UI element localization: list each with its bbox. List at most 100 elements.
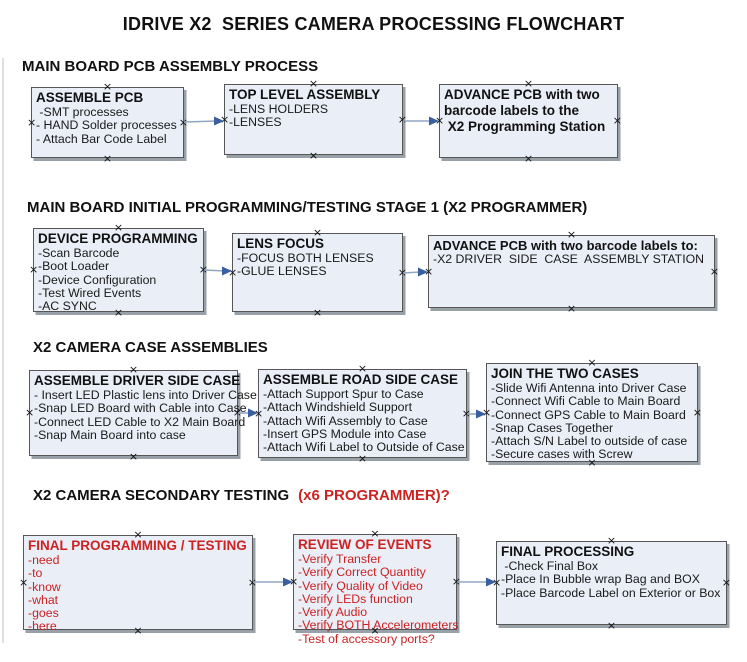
box-title: ADVANCE PCB with two barcode labels to t…: [444, 87, 606, 134]
arrowhead-icon: [283, 577, 293, 587]
connection-handle-icon: ×: [692, 405, 702, 419]
box-item: -Verify Audio: [298, 605, 368, 620]
box-item: -Verify LEDs function: [298, 591, 413, 606]
box-title: REVIEW OF EVENTS: [298, 537, 432, 552]
connector-arrow[interactable]: [457, 577, 496, 587]
box-item: -Device Configuration: [38, 272, 157, 287]
connection-handle-icon: ×: [198, 262, 208, 276]
box-item: -Slide Wifi Antenna into Driver Case: [491, 380, 687, 395]
connection-handle-icon: ×: [25, 405, 35, 419]
box-item: -Verify BOTH Accelerometers: [298, 618, 459, 633]
connection-handle-icon: ×: [254, 406, 264, 420]
box-item: -AC SYNC: [38, 299, 97, 314]
connection-handle-icon: ×: [721, 575, 731, 589]
connector-arrow[interactable]: [183, 116, 224, 126]
box-item: -LENS HOLDERS: [229, 101, 329, 116]
box-item: -Connect LED Cable to X2 Main Board: [34, 414, 246, 429]
box-item: -Attach Windshield Support: [263, 400, 413, 415]
box-item: -know: [28, 579, 61, 594]
box-item: -Test Wired Events: [38, 285, 142, 300]
box-item: -Verify Correct Quantity: [298, 565, 426, 580]
box-title: FINAL PROCESSING: [501, 544, 635, 559]
box-item: -Connect GPS Cable to Main Board: [491, 407, 686, 422]
connection-handle-icon: ×: [397, 265, 407, 279]
connection-handle-icon: ×: [492, 575, 502, 589]
section-heading-secondary-testing-label: X2 CAMERA SECONDARY TESTING: [33, 487, 290, 504]
connection-handle-icon: ×: [308, 149, 319, 162]
drawing-canvas-edge: [2, 58, 4, 643]
page-title: IDRIVE X2 SERIES CAMERA PROCESSING FLOWC…: [122, 14, 625, 34]
flow-box-lens-focus[interactable]: LENS FOCUS -FOCUS BOTH LENSES -GLUE LENS…: [228, 227, 407, 318]
box-title: ASSEMBLE DRIVER SIDE CASE: [34, 373, 241, 388]
box-item: -Verify Transfer: [298, 551, 382, 566]
box-item: -goes: [28, 606, 59, 621]
flow-box-advance-pcb-programming-station[interactable]: ADVANCE PCB with two barcode labels to t…: [435, 78, 622, 164]
box-item: - Insert LED Plastic lens into Driver Ca…: [34, 387, 257, 402]
connection-handle-icon: ×: [461, 406, 471, 420]
connection-handle-icon: ×: [606, 619, 617, 632]
section-heading-case-assemblies: X2 CAMERA CASE ASSEMBLIES: [33, 339, 268, 356]
flow-box-join-the-two-cases[interactable]: JOIN THE TWO CASES -Slide Wifi Antenna i…: [482, 357, 702, 468]
box-item: -Secure cases with Screw: [491, 447, 633, 462]
connection-handle-icon: ×: [523, 152, 534, 165]
arrowhead-icon: [486, 577, 496, 587]
box-item: -Connect Wifi Cable to Main Board: [491, 394, 681, 409]
flow-box-top-level-assembly[interactable]: TOP LEVEL ASSEMBLY -LENS HOLDERS -LENSES…: [220, 78, 407, 161]
box-item: -Snap LED Board with Cable into Case: [34, 401, 247, 416]
connector-arrow[interactable]: [253, 577, 293, 587]
flow-box-advance-pcb-driver-station[interactable]: ADVANCE PCB with two barcode labels to: …: [424, 229, 719, 314]
box-item: -Attach Wifi Label to Outside of Case: [263, 440, 465, 455]
flow-box-device-programming[interactable]: DEVICE PROGRAMMING -Scan Barcode -Boot L…: [29, 222, 208, 318]
arrowhead-icon: [248, 408, 258, 418]
connection-handle-icon: ×: [566, 302, 577, 315]
connection-handle-icon: ×: [247, 575, 257, 589]
box-item: -Scan Barcode: [38, 245, 120, 260]
section-heading-programmer-note: (x6 PROGRAMMER)?: [298, 487, 450, 504]
section-heading-pcb-assembly: MAIN BOARD PCB ASSEMBLY PROCESS: [22, 58, 319, 75]
connection-handle-icon: ×: [357, 452, 368, 465]
box-item: -SMT processes: [36, 104, 129, 119]
flow-box-final-processing[interactable]: FINAL PROCESSING -Check Final Box -Place…: [492, 535, 731, 631]
box-item: -Snap Cases Together: [491, 420, 614, 435]
connector-arrow[interactable]: [403, 116, 439, 126]
connector-arrow[interactable]: [402, 267, 428, 277]
arrowhead-icon: [476, 409, 486, 419]
box-item: -Check Final Box: [501, 558, 599, 573]
box-item: -here: [28, 619, 57, 634]
connection-handle-icon: ×: [312, 306, 323, 319]
box-item: -Place In Bubble wrap Bag and BOX: [501, 572, 700, 587]
connection-handle-icon: ×: [451, 574, 461, 588]
connector-arrow[interactable]: [467, 409, 486, 419]
flow-box-final-programming-testing[interactable]: FINAL PROGRAMMING / TESTING -need -to -k…: [19, 529, 257, 636]
box-item: -GLUE LENSES: [237, 264, 327, 279]
box-item: - Attach Bar Code Label: [36, 131, 167, 146]
box-item: -need: [28, 552, 60, 567]
connection-handle-icon: ×: [709, 264, 719, 278]
flow-box-assemble-road-side-case[interactable]: ASSEMBLE ROAD SIDE CASE -Attach Support …: [254, 363, 471, 464]
box-item: -Attach S/N Label to outside of case: [491, 434, 688, 449]
box-item: -Boot Loader: [38, 259, 110, 274]
box-title: ADVANCE PCB with two barcode labels to:: [433, 238, 698, 253]
box-title: LENS FOCUS: [237, 236, 325, 251]
flow-box-review-of-events[interactable]: REVIEW OF EVENTS -Verify Transfer -Verif…: [289, 528, 461, 646]
box-item: - HAND Solder processes: [36, 118, 177, 133]
connection-handle-icon: ×: [424, 264, 434, 278]
connector-arrow[interactable]: [203, 266, 232, 276]
arrowhead-icon: [418, 267, 428, 277]
arrowhead-icon: [222, 266, 232, 276]
box-title: DEVICE PROGRAMMING: [38, 231, 198, 246]
box-item: -what: [28, 592, 59, 607]
box-item: -Place Barcode Label on Exterior or Box: [501, 585, 721, 600]
box-item: -Attach Support Spur to Case: [263, 386, 424, 401]
box-title: TOP LEVEL ASSEMBLY: [229, 87, 381, 102]
connection-handle-icon: ×: [178, 115, 188, 129]
connection-handle-icon: ×: [289, 574, 299, 588]
connection-handle-icon: ×: [102, 152, 113, 165]
flow-box-assemble-pcb[interactable]: ASSEMBLE PCB -SMT processes - HAND Solde…: [27, 81, 188, 164]
box-item: -LENSES: [229, 115, 282, 130]
box-title: ASSEMBLE ROAD SIDE CASE: [263, 372, 459, 387]
flow-box-assemble-driver-side-case[interactable]: ASSEMBLE DRIVER SIDE CASE - Insert LED P…: [25, 364, 257, 462]
connection-handle-icon: ×: [29, 262, 39, 276]
connection-handle-icon: ×: [435, 113, 445, 127]
arrowhead-icon: [429, 116, 439, 126]
